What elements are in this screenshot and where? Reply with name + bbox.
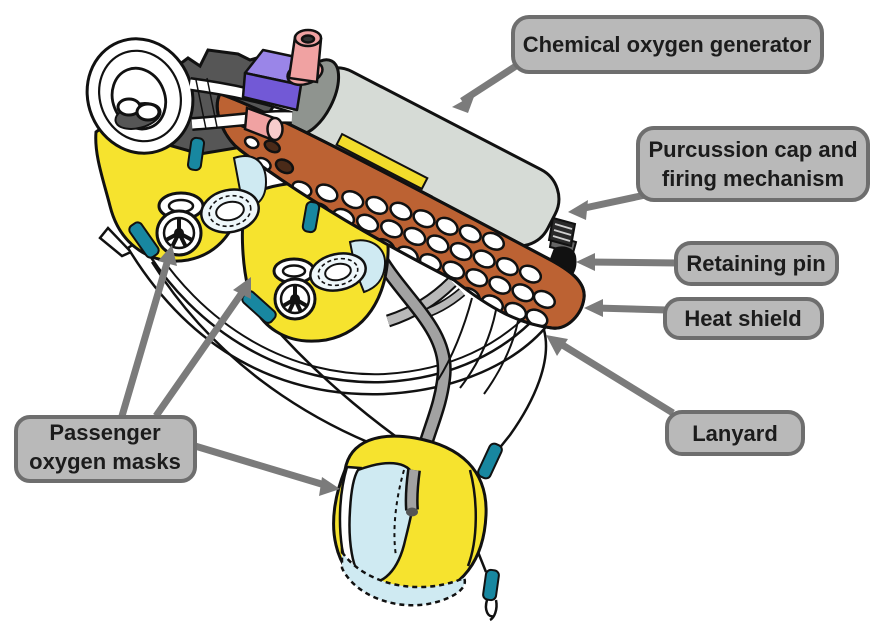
svg-text:Purcussion cap and: Purcussion cap and xyxy=(648,137,857,162)
svg-text:Retaining pin: Retaining pin xyxy=(686,251,825,276)
svg-text:oxygen masks: oxygen masks xyxy=(29,449,181,474)
svg-text:Lanyard: Lanyard xyxy=(692,421,778,446)
svg-text:Passenger: Passenger xyxy=(49,420,161,445)
svg-text:Heat shield: Heat shield xyxy=(684,306,801,331)
svg-text:Chemical oxygen generator: Chemical oxygen generator xyxy=(523,32,812,57)
svg-text:firing mechanism: firing mechanism xyxy=(662,166,844,191)
